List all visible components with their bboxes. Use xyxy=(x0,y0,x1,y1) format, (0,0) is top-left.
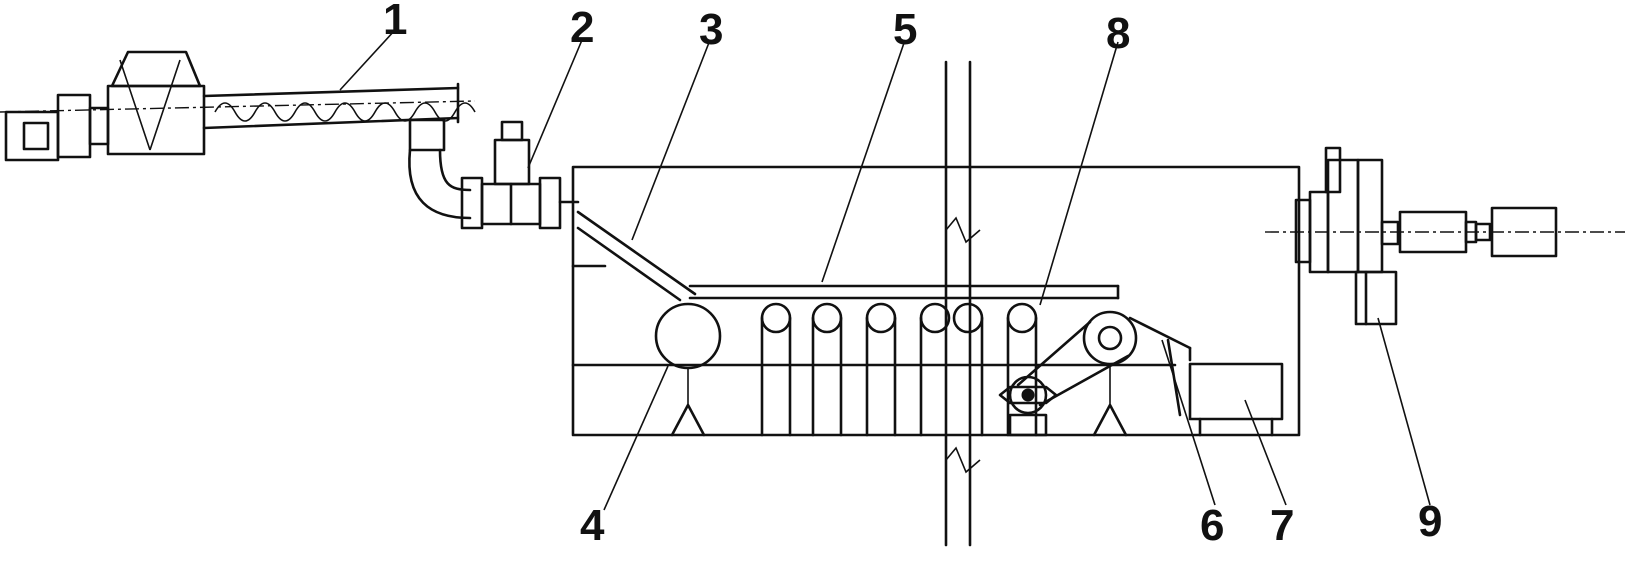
break-line xyxy=(944,60,981,547)
roller-column xyxy=(952,302,984,437)
feed-pipe xyxy=(408,148,472,220)
label-1: 1 xyxy=(383,0,407,44)
collecting-box xyxy=(1188,362,1284,437)
conveyor-belt xyxy=(688,284,1120,300)
label-2: 2 xyxy=(570,3,594,52)
screw-conveyor xyxy=(0,50,476,162)
roller-column xyxy=(811,302,843,437)
label-4: 4 xyxy=(580,501,605,550)
label-5: 5 xyxy=(893,5,917,54)
leader-lines xyxy=(339,29,1431,511)
label-9: 9 xyxy=(1418,497,1442,546)
roller-column xyxy=(865,302,897,437)
drive-unit xyxy=(998,310,1138,437)
roller-column xyxy=(760,302,792,437)
valve xyxy=(460,120,580,230)
part-labels: 1 2 3 5 8 4 6 7 9 xyxy=(383,0,1442,550)
roller-column xyxy=(919,302,951,437)
fan-assembly xyxy=(1265,146,1625,326)
roller-columns xyxy=(760,302,1038,437)
label-3: 3 xyxy=(699,5,723,54)
inclined-chute xyxy=(576,210,697,302)
label-7: 7 xyxy=(1270,501,1294,550)
drum xyxy=(654,302,722,437)
label-8: 8 xyxy=(1106,9,1130,58)
label-6: 6 xyxy=(1200,501,1224,550)
